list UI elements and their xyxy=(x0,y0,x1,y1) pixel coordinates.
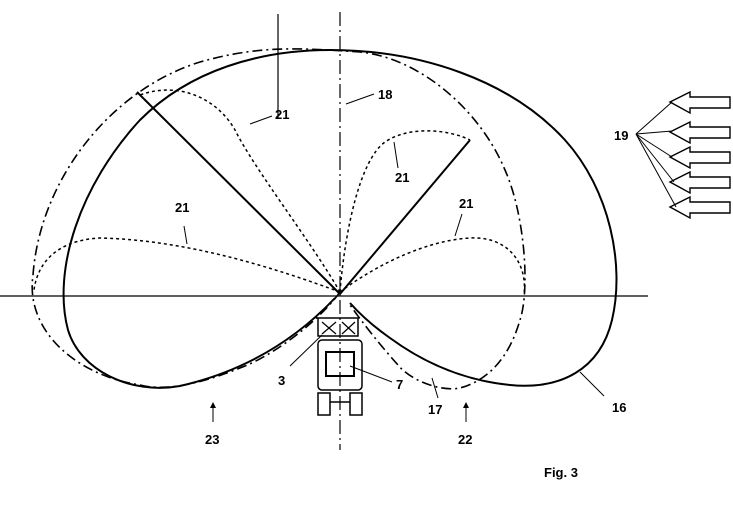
label-21-b: 21 xyxy=(395,170,409,185)
label-21-d: 21 xyxy=(459,196,473,211)
label-leader-lines xyxy=(183,93,605,399)
lobe-21-upper-right xyxy=(339,130,471,293)
figure-caption: Fig. 3 xyxy=(544,465,578,480)
arrow-22 xyxy=(463,402,469,422)
lobe-21-right xyxy=(339,237,526,296)
label-3: 3 xyxy=(278,373,285,388)
lobe-21-upper-left xyxy=(139,89,341,293)
label-22: 22 xyxy=(458,432,472,447)
label-23: 23 xyxy=(205,432,219,447)
label-18: 18 xyxy=(378,87,392,102)
tractor-icon xyxy=(317,317,363,416)
wind-arrows-icon xyxy=(668,90,731,220)
right-diagonal-ray xyxy=(339,139,471,295)
left-diagonal-ray xyxy=(136,91,341,295)
label-19: 19 xyxy=(614,128,628,143)
boundary-curve-17 xyxy=(31,48,526,390)
label-7: 7 xyxy=(396,377,403,392)
label-16: 16 xyxy=(612,400,626,415)
label-21-c: 21 xyxy=(175,200,189,215)
boundary-curve-16 xyxy=(62,48,618,389)
lobe-21-left xyxy=(33,237,341,293)
label-17: 17 xyxy=(428,402,442,417)
wind-leader-lines xyxy=(635,101,677,208)
arrow-23 xyxy=(210,402,216,422)
label-21-a: 21 xyxy=(275,107,289,122)
